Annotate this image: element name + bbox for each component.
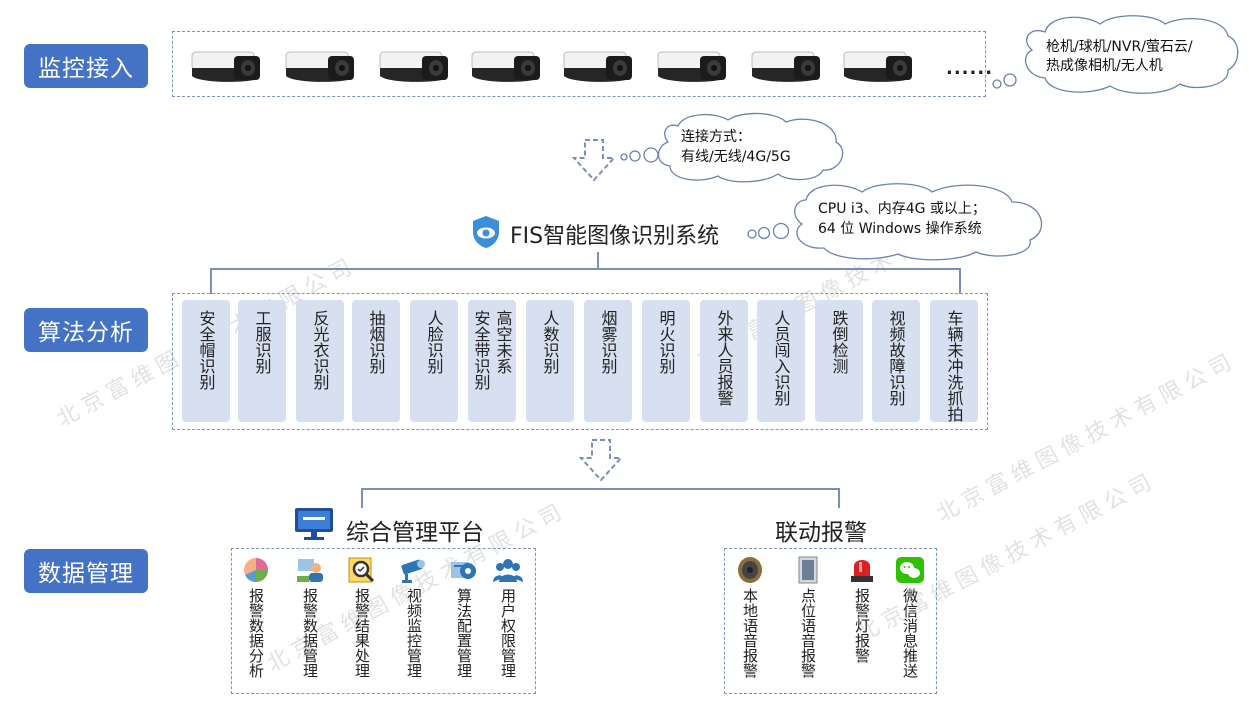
platform-item-label: 视频监控管理 [405, 588, 423, 678]
gear-config-icon [449, 556, 479, 584]
platform-item-label: 报警数据分析 [247, 588, 265, 678]
users-icon [493, 556, 523, 584]
alarm-light-icon [847, 556, 877, 584]
platform-item: 用户权限管理 [486, 556, 530, 686]
algorithm-item: 抽烟识别 [352, 300, 400, 422]
alarm-item-label: 报警灯报警 [853, 588, 871, 663]
algorithm-item: 工服识别 [238, 300, 286, 422]
algorithm-label: 人脸识别 [424, 310, 444, 374]
camera-icon [562, 46, 634, 86]
section-label-access: 监控接入 [24, 44, 148, 88]
connection-cloud-line2: 有线/无线/4G/5G [681, 149, 791, 165]
video-camera-icon [399, 556, 429, 584]
algorithm-item: 高空未系安全带识别 [468, 300, 516, 422]
system-title: FIS智能图像识别系统 [510, 224, 720, 249]
alarm-item-label: 点位语音报警 [799, 588, 817, 678]
algorithm-item: 外来人员报警 [700, 300, 748, 422]
platform-box [231, 548, 536, 694]
alarm-item: 微信消息推送 [888, 556, 932, 686]
platform-item: 算法配置管理 [442, 556, 486, 686]
algorithm-item: 跌倒检测 [815, 300, 863, 422]
connector-line [210, 268, 960, 270]
devices-cloud-line2: 热成像相机/无人机 [1046, 58, 1163, 74]
algorithm-label: 高空未系 [493, 310, 513, 374]
algorithm-label: 跌倒检测 [829, 310, 849, 374]
algorithm-item: 人数识别 [526, 300, 574, 422]
algorithm-item: 人脸识别 [410, 300, 458, 422]
camera-icon [656, 46, 728, 86]
platform-item-label: 报警结果处理 [353, 588, 371, 678]
algorithm-box [172, 293, 988, 430]
connection-cloud [620, 112, 844, 183]
speaker-icon [735, 556, 765, 584]
algorithm-label: 安全带识别 [471, 310, 491, 390]
algorithm-label: 外来人员报警 [714, 310, 734, 406]
algorithm-label: 车辆未冲洗抓拍 [944, 310, 964, 422]
alarm-item: 本地语音报警 [728, 556, 772, 686]
requirements-cloud-line2: 64 位 Windows 操作系统 [818, 221, 982, 237]
down-arrow-icon [572, 139, 616, 182]
alarm-item: 点位语音报警 [786, 556, 830, 686]
alarm-item-label: 本地语音报警 [741, 588, 759, 678]
connector-line [361, 488, 839, 490]
algorithm-item: 视频故障识别 [872, 300, 920, 422]
alarm-box [724, 548, 937, 694]
algorithm-label: 反光衣识别 [310, 310, 330, 390]
requirements-cloud [747, 183, 1043, 261]
devices-cloud [992, 15, 1239, 94]
connector-line [361, 488, 363, 508]
column-speaker-icon [793, 556, 823, 584]
algorithm-label: 人员闯入识别 [771, 310, 791, 406]
algorithm-label: 烟雾识别 [598, 310, 618, 374]
alarm-title: 联动报警 [775, 520, 867, 546]
algorithm-item: 安全帽识别 [182, 300, 230, 422]
camera-icon [378, 46, 450, 86]
algorithm-item: 车辆未冲洗抓拍 [930, 300, 978, 422]
algorithm-label: 明火识别 [656, 310, 676, 374]
platform-item: 视频监控管理 [392, 556, 436, 686]
algorithm-label: 安全帽识别 [196, 310, 216, 390]
section-label-analysis: 算法分析 [24, 308, 148, 352]
algorithm-item: 反光衣识别 [296, 300, 344, 422]
pie-chart-icon [241, 556, 271, 584]
algorithm-item: 明火识别 [642, 300, 690, 422]
camera-icon [284, 46, 356, 86]
platform-item-label: 用户权限管理 [499, 588, 517, 678]
camera-more: ...... [946, 58, 994, 79]
connector-line [597, 252, 599, 268]
platform-item: 报警结果处理 [340, 556, 384, 686]
down-arrow-icon [579, 439, 623, 482]
result-check-icon [347, 556, 377, 584]
devices-cloud-line1: 枪机/球机/NVR/萤石云/ [1046, 39, 1193, 55]
platform-item: 报警数据分析 [234, 556, 278, 686]
camera-icon [470, 46, 542, 86]
data-management-icon [295, 556, 325, 584]
algorithm-label: 抽烟识别 [366, 310, 386, 374]
alarm-item-label: 微信消息推送 [901, 588, 919, 678]
camera-icon [190, 46, 262, 86]
shield-eye-icon [473, 216, 499, 248]
section-label-data: 数据管理 [24, 549, 148, 593]
camera-icon [750, 46, 822, 86]
connector-line [959, 268, 961, 294]
platform-item: 报警数据管理 [288, 556, 332, 686]
platform-item-label: 报警数据管理 [301, 588, 319, 678]
camera-row-box [172, 31, 986, 97]
platform-item-label: 算法配置管理 [455, 588, 473, 678]
algorithm-label: 工服识别 [252, 310, 272, 374]
monitor-icon [295, 508, 333, 540]
connector-line [838, 488, 840, 508]
algorithm-label: 人数识别 [540, 310, 560, 374]
alarm-item: 报警灯报警 [840, 556, 884, 686]
connection-cloud-line1: 连接方式： [681, 129, 751, 145]
wechat-icon [895, 556, 925, 584]
algorithm-item: 烟雾识别 [584, 300, 632, 422]
platform-title: 综合管理平台 [346, 520, 484, 546]
camera-icon [842, 46, 914, 86]
connector-line [210, 268, 212, 294]
requirements-cloud-line1: CPU i3、内存4G 或以上； [818, 201, 986, 217]
algorithm-label: 视频故障识别 [886, 310, 906, 406]
algorithm-item: 人员闯入识别 [757, 300, 805, 422]
